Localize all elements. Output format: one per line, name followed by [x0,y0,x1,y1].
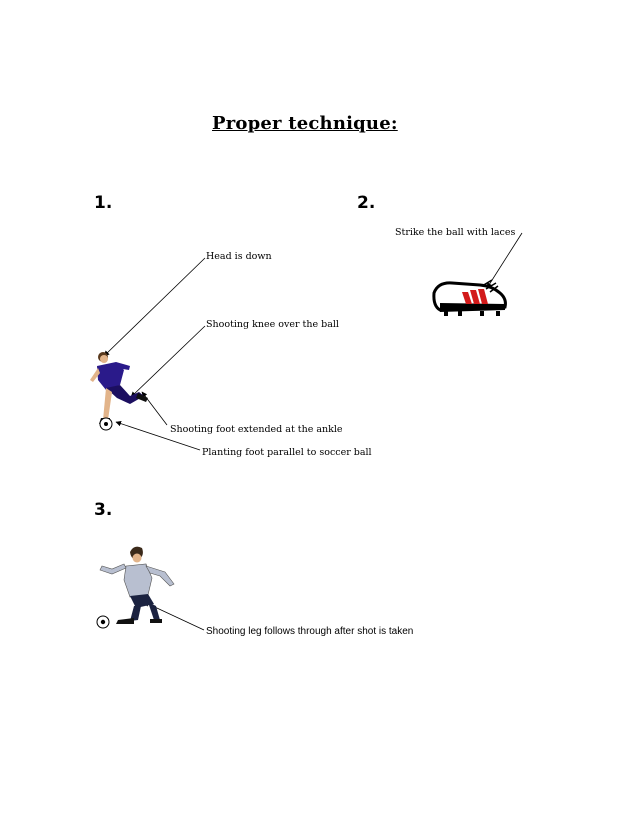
caption-head-down: Head is down [206,251,272,262]
section-number-2: 2. [357,193,376,213]
soccer-player-kicking-icon [90,352,148,431]
pointer-planting-foot [115,420,201,451]
soccer-player-follow-through-icon [99,546,175,624]
pointer-knee [130,325,206,398]
section-number-1: 1. [94,193,113,213]
section-number-3: 3. [94,500,113,520]
pointer-laces [486,232,523,289]
caption-follow-through: Shooting leg follows through after shot … [206,626,414,637]
page-title: Proper technique: [212,113,398,134]
pointer-head-down [103,257,206,357]
caption-strike-laces: Strike the ball with laces [395,227,516,238]
caption-knee-over-ball: Shooting knee over the ball [206,319,339,330]
caption-foot-extended: Shooting foot extended at the ankle [170,424,343,435]
soccer-ball-icon [96,615,110,629]
cleat-shoe-icon [432,279,507,316]
caption-planting-foot: Planting foot parallel to soccer ball [202,447,372,458]
